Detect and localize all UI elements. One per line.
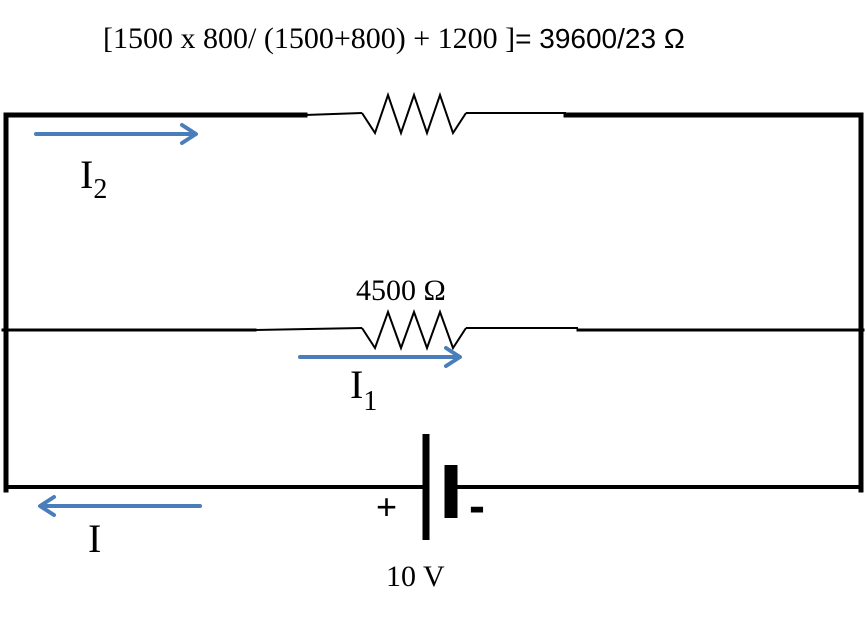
equation-text: [1500 x 800/ (1500+800) + 1200 ]= 39600/… (103, 22, 685, 55)
current-i: I (38, 495, 202, 561)
i1-arrow-head (444, 346, 462, 368)
top-right-wire (563, 112, 864, 493)
i1-label: I1 (350, 362, 377, 417)
i2-label: I2 (80, 152, 107, 205)
bottom-branch: + - 10 V (4, 434, 863, 593)
middle-resistor-label: 4500 Ω (356, 274, 446, 307)
i2-label-sub: 2 (93, 174, 107, 205)
i2-label-main: I (80, 152, 93, 197)
i-label: I (88, 516, 101, 561)
top-resistor (361, 91, 467, 137)
battery-voltage-label: 10 V (386, 560, 445, 593)
battery-positive-sign: + (376, 486, 397, 527)
middle-resistor (361, 309, 467, 351)
i1-label-main: I (350, 362, 363, 407)
i2-arrow-head (180, 123, 198, 145)
middle-lead-left (254, 327, 363, 331)
top-left-wire (3, 112, 308, 493)
middle-branch: 4500 Ω (1, 274, 865, 351)
top-branch (3, 91, 864, 493)
battery-negative-sign: - (469, 480, 485, 533)
equation-left: [1500 x 800/ (1500+800) + 1200 ] (103, 22, 515, 55)
top-lead-left (304, 112, 363, 116)
current-i1: I1 (298, 346, 462, 417)
i1-label-sub: 1 (363, 386, 377, 417)
equation-right: = 39600/23 Ω (515, 23, 685, 54)
i-arrow-head (38, 495, 56, 517)
current-i2: I2 (34, 123, 198, 205)
